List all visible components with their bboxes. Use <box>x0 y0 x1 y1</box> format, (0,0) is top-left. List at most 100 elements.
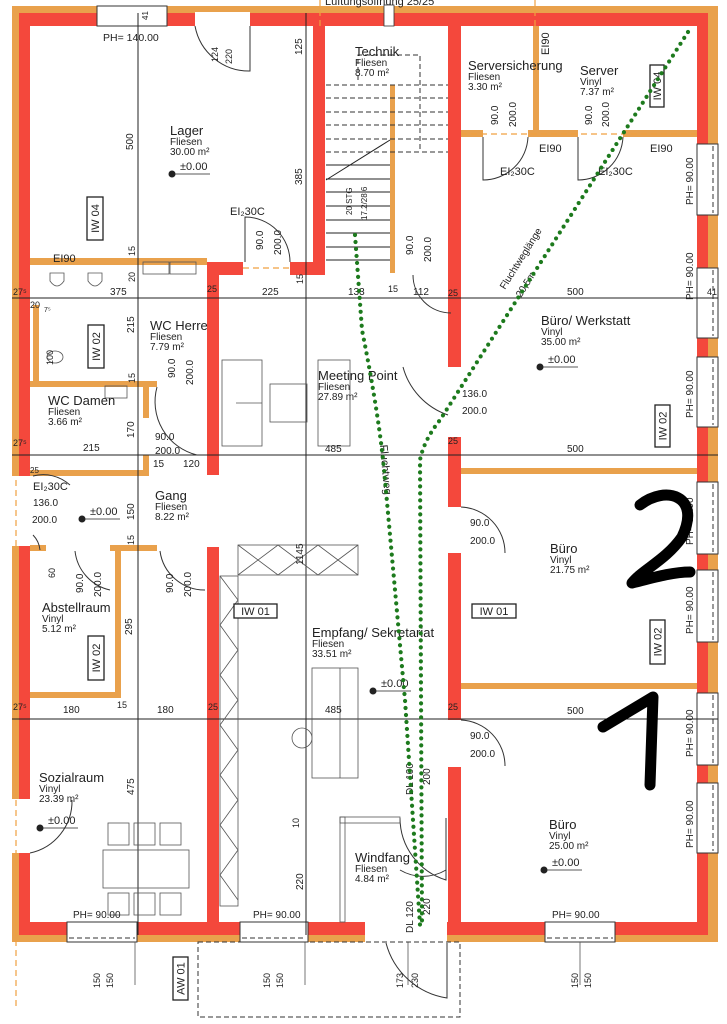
plan-annotation: 180 <box>157 705 174 716</box>
room-floor: Vinyl <box>550 555 572 566</box>
plan-annotation: 27⁵ <box>13 287 27 297</box>
room-floor: Fliesen <box>150 332 182 343</box>
plan-annotation: 124 <box>210 47 220 62</box>
plan-annotation: 25 <box>30 466 39 475</box>
plan-annotation: 150 <box>105 973 115 988</box>
plan-annotation: PH= 90.00 <box>253 910 301 921</box>
plan-annotation: 200.0 <box>32 515 57 526</box>
plan-annotation: 375 <box>110 287 127 298</box>
plan-annotation: 150 <box>92 973 102 988</box>
plan-annotation: 200.0 <box>508 102 519 127</box>
wall-type-tag: IW 02 <box>649 619 666 665</box>
floor-level: ±0.00 <box>548 354 575 366</box>
plan-annotation: 200.0 <box>470 749 495 760</box>
plan-annotation: PH= 90.00 <box>685 157 696 205</box>
plan-annotation: 112 <box>413 287 429 298</box>
room-area: 7.79 m² <box>150 342 185 353</box>
plan-annotation: 15 <box>127 246 137 256</box>
room-name: Büro <box>550 541 577 556</box>
floor-level: ±0.00 <box>552 857 579 869</box>
wall-type-tag: IW 01 <box>233 603 278 619</box>
room-floor: Fliesen <box>355 864 387 875</box>
stairs <box>325 54 448 261</box>
plan-annotation: PH= 90.00 <box>552 910 600 921</box>
plan-annotation: 60 <box>47 568 57 578</box>
plan-annotation: 385 <box>294 168 305 185</box>
wall-tag-label: IW 01 <box>480 606 509 618</box>
plan-annotation: EI₂30C <box>598 166 633 178</box>
plan-annotation: 136.0 <box>33 498 58 509</box>
plan-annotation: 150 <box>126 503 137 520</box>
room-floor: Fliesen <box>170 137 202 148</box>
plan-annotation: PH= 90.00 <box>685 370 696 418</box>
room-name: Lager <box>170 123 204 138</box>
plan-annotation: 200.0 <box>423 237 434 262</box>
plan-annotation: 173 <box>395 973 405 988</box>
room-area: 5.12 m² <box>42 624 77 635</box>
wall-tag-label: IW 02 <box>653 628 665 657</box>
plan-annotation: 90.0 <box>584 105 595 125</box>
room-name: WC Herre <box>150 318 208 333</box>
room-floor: Fliesen <box>355 58 387 69</box>
plan-annotation: 90.0 <box>470 731 490 742</box>
wall-type-tag: IW 02 <box>87 635 105 681</box>
plan-annotation: 15 <box>153 459 165 470</box>
room-name: Büro/ Werkstatt <box>541 313 631 328</box>
wall-type-tag: IW 04 <box>649 64 665 108</box>
wall-tag-label: AW 01 <box>176 962 188 995</box>
plan-annotation: 150 <box>262 973 272 988</box>
wall-tag-label: IW 02 <box>91 332 103 361</box>
plan-annotation: 200.0 <box>185 360 196 385</box>
plan-annotation: 220 <box>224 49 234 64</box>
room-name: Technik <box>355 44 400 59</box>
plan-annotation: 170 <box>126 421 137 438</box>
plan-annotation: EI90 <box>650 143 673 155</box>
room-area: 23.39 m² <box>39 794 79 805</box>
windows <box>66 5 719 943</box>
plan-annotation: PH= 140.00 <box>103 32 159 44</box>
room-name: Abstellraum <box>42 600 111 615</box>
plan-annotation: 90.0 <box>490 105 501 125</box>
room-floor: Vinyl <box>580 77 602 88</box>
plan-annotation: 200.0 <box>601 102 612 127</box>
plan-annotation: 200.0 <box>93 572 104 597</box>
wall-type-tag: AW 01 <box>172 956 189 1001</box>
plan-annotation: 10 <box>291 818 301 828</box>
plan-annotation: 225 <box>262 287 279 298</box>
wall-type-tag: IW 01 <box>471 603 517 619</box>
plan-annotation: 90.0 <box>167 358 178 378</box>
dimension-lines <box>12 0 718 1018</box>
plan-annotation: 90.0 <box>405 235 416 255</box>
plan-annotation: 15 <box>388 284 398 294</box>
plan-annotation: 230 <box>410 973 420 988</box>
plan-annotation: 150 <box>275 973 285 988</box>
plan-annotation: EI₂30C <box>33 481 68 493</box>
plan-annotation: 200.0 <box>470 536 495 547</box>
room-floor: Fliesen <box>468 72 500 83</box>
escape-route-1 <box>417 29 691 928</box>
plan-annotation: 150 <box>583 973 593 988</box>
plan-annotation: 20 STG <box>345 187 354 215</box>
room-name: Server <box>580 63 619 78</box>
plan-annotation: Lüftungsöffnung 25/25 <box>325 0 434 8</box>
escape-route-2 <box>352 232 423 928</box>
plan-annotation: 475 <box>126 778 137 795</box>
room-area: 21.75 m² <box>550 565 590 576</box>
room-floor: Fliesen <box>48 407 80 418</box>
furniture <box>46 261 401 923</box>
plan-annotation: EI90 <box>539 143 562 155</box>
plan-annotation: 15 <box>295 274 305 284</box>
room-name: Empfang/ Sekretariat <box>312 625 435 640</box>
room-area: 3.30 m² <box>468 82 503 93</box>
room-area: 25.00 m² <box>549 841 589 852</box>
